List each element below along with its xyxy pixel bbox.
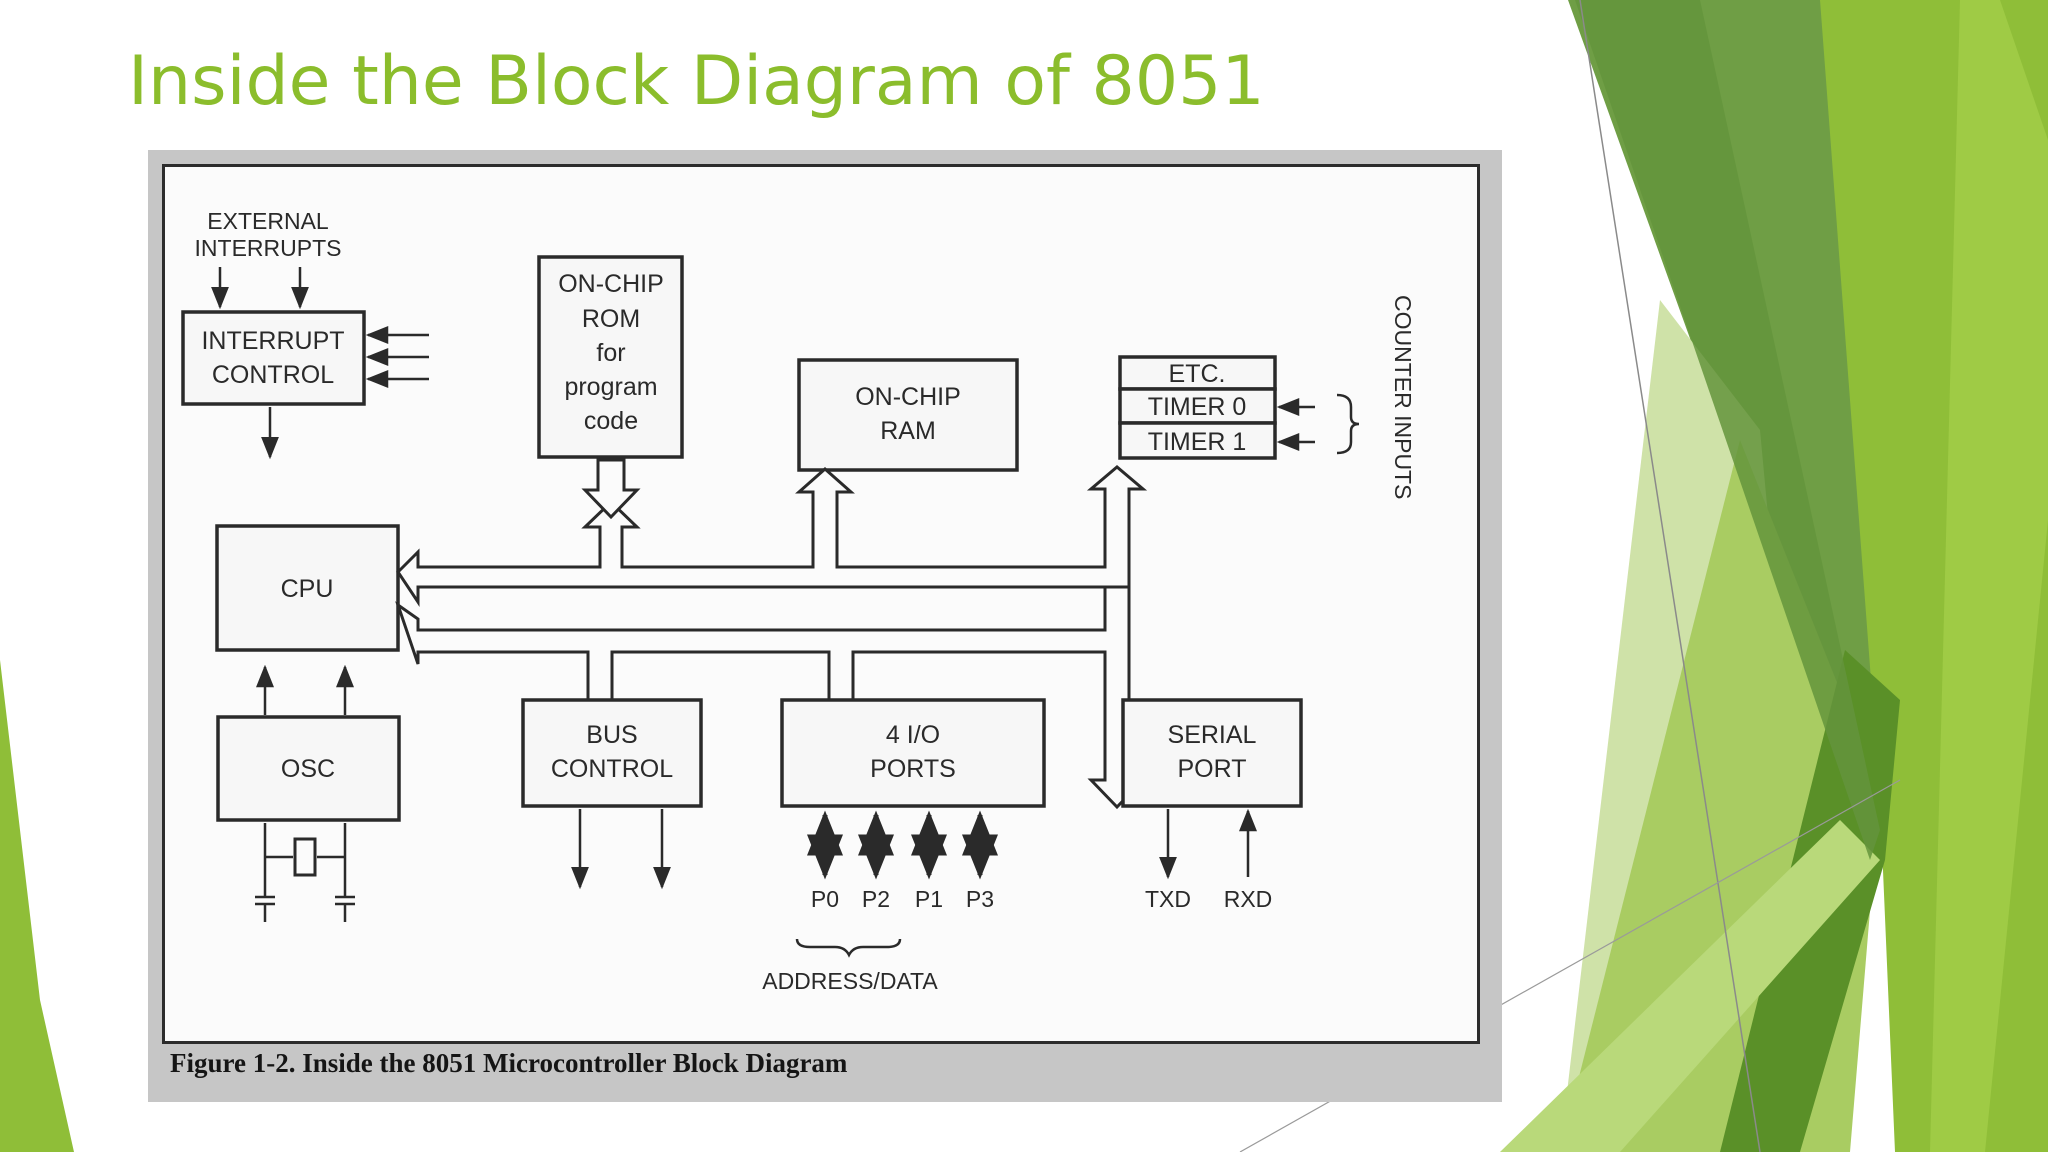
- address-data-label: ADDRESS/DATA: [762, 968, 938, 994]
- rxd-label: RXD: [1224, 886, 1273, 912]
- timer0-block: [1118, 387, 1277, 425]
- timer1-label: TIMER 1: [1148, 428, 1247, 456]
- port-p0-label: P0: [811, 886, 839, 912]
- port-p3-label: P3: [966, 886, 994, 912]
- cpu-label: CPU: [281, 575, 334, 603]
- figure-caption: Figure 1-2. Inside the 8051 Microcontrol…: [170, 1048, 848, 1078]
- serial-port-label-line1: SERIAL: [1168, 721, 1257, 749]
- rom-label-line1: ON-CHIP: [558, 270, 664, 298]
- block-diagram-panel: EXTERNAL INTERRUPTS INTERRUPT CONTROL ON…: [162, 164, 1480, 1044]
- serial-port-block: [1121, 698, 1303, 808]
- bus-control-label-line2: CONTROL: [551, 755, 673, 783]
- osc-label: OSC: [281, 755, 335, 783]
- block-diagram: EXTERNAL INTERRUPTS INTERRUPT CONTROL ON…: [181, 208, 1416, 994]
- external-interrupts-label-line1: EXTERNAL: [207, 208, 329, 234]
- interrupt-control-label-line1: INTERRUPT: [201, 327, 344, 355]
- port-p2-label: P2: [862, 886, 890, 912]
- figure-frame: EXTERNAL INTERRUPTS INTERRUPT CONTROL ON…: [148, 150, 1502, 1102]
- ram-label-line2: RAM: [880, 417, 936, 445]
- timer0-label: TIMER 0: [1148, 393, 1247, 421]
- bg-thin-line: [1579, 0, 1761, 1152]
- slide-title: Inside the Block Diagram of 8051: [128, 42, 1265, 121]
- ram-label-line1: ON-CHIP: [855, 383, 961, 411]
- counter-inputs-label: COUNTER INPUTS: [1390, 295, 1416, 499]
- interrupt-control-label-line2: CONTROL: [212, 361, 334, 389]
- on-chip-rom-block: [537, 255, 684, 459]
- bg-facet-dark-band: [1575, 0, 1880, 860]
- osc-block: [216, 715, 401, 822]
- io-ports-block: [780, 698, 1046, 808]
- bus-control-block: [521, 698, 703, 808]
- etc-block: [1118, 355, 1277, 391]
- upper-internal-bus: [396, 465, 1148, 607]
- counter-inputs-brace: [1336, 393, 1360, 455]
- bg-facet-light: [1500, 820, 1880, 1152]
- timer1-block: [1118, 421, 1277, 460]
- rom-label-line2: ROM: [582, 305, 640, 333]
- etc-label: ETC.: [1169, 360, 1226, 388]
- io-ports-label-line1: 4 I/O: [886, 721, 940, 749]
- bg-facet-bright: [1930, 0, 2048, 1152]
- interrupt-control-block: [181, 310, 366, 406]
- bg-facet-left: [0, 660, 74, 1152]
- on-chip-ram-block: [797, 358, 1019, 472]
- rom-output-arrow: [581, 458, 641, 520]
- txd-label: TXD: [1145, 886, 1191, 912]
- rom-label-line5: code: [584, 407, 638, 435]
- serial-port-label-line2: PORT: [1178, 755, 1247, 783]
- rom-label-line3: for: [596, 339, 625, 367]
- io-ports-label-line2: PORTS: [870, 755, 956, 783]
- crystal-icon: [293, 837, 317, 877]
- port-p1-label: P1: [915, 886, 943, 912]
- cpu-block: [215, 524, 400, 652]
- bus-control-label-line1: BUS: [586, 721, 637, 749]
- rom-label-line4: program: [564, 373, 657, 401]
- external-interrupts-label-line2: INTERRUPTS: [195, 235, 342, 261]
- address-data-brace: [795, 938, 902, 958]
